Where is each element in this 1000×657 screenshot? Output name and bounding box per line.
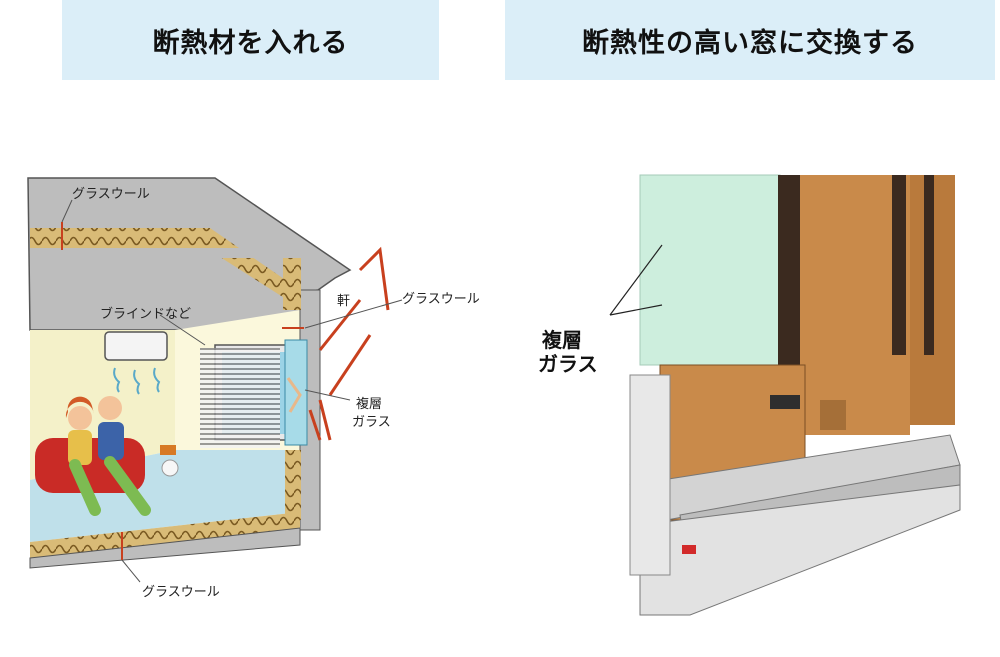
person-woman-hair — [65, 396, 94, 418]
aluminum-base — [639, 484, 961, 616]
double-glass-pane — [284, 339, 308, 446]
blinds — [200, 348, 280, 448]
person-man-head — [98, 396, 122, 420]
floor-slab — [29, 527, 301, 569]
lock-slot — [770, 395, 800, 409]
dark-slot-2 — [924, 175, 934, 355]
leader-roof — [61, 199, 73, 223]
latch-block — [820, 400, 846, 430]
label-glass-wool-wall: グラスウール — [402, 292, 480, 307]
airflow-3 — [153, 367, 161, 393]
leader-blinds — [159, 314, 206, 346]
label-blinds: ブラインドなど — [100, 306, 191, 322]
side-table — [161, 459, 179, 477]
reflect-arrow — [286, 377, 302, 413]
air-conditioner — [104, 331, 168, 361]
leader-wall — [304, 299, 403, 329]
label-double-glass-1: 複層 — [542, 328, 582, 352]
wall-insulation-lower — [285, 450, 301, 520]
label-glass-wool-top: グラスウール — [72, 187, 150, 202]
person-legs — [69, 456, 151, 516]
leader-glass-lower — [609, 304, 663, 316]
leader-glass-upper — [609, 244, 663, 316]
window-section-illustration: 複層 ガラス — [520, 165, 1000, 635]
airflow-2 — [133, 369, 141, 395]
ceiling-slab — [30, 248, 300, 258]
label-glass-wool-floor: グラスウール — [142, 585, 220, 600]
person-woman-body — [68, 430, 92, 465]
person-man-body — [98, 422, 124, 460]
leader-glass — [304, 389, 351, 401]
wall-insulation-upper — [283, 258, 301, 310]
teapot — [160, 445, 176, 455]
red-seal — [682, 545, 696, 554]
person-woman-head — [68, 406, 92, 430]
left-header-title: 断熱材を入れる — [152, 27, 349, 59]
heat-arrows — [308, 246, 390, 441]
label-double-glass-2: ガラス — [352, 415, 391, 430]
leader-floor — [121, 559, 141, 583]
airflow-1 — [113, 367, 121, 393]
right-header-title: 断熱性の高い窓に交換する — [582, 27, 918, 59]
floor-insulation — [30, 512, 300, 558]
dark-slot-1 — [892, 175, 906, 355]
glass-edge — [778, 175, 800, 370]
label-double-glass-2: ガラス — [538, 352, 598, 376]
aluminum-profile-left — [629, 374, 671, 576]
wood-frame-inner — [800, 175, 910, 435]
glass-panel — [639, 174, 781, 366]
house-insulation-illustration: グラスウール 軒 グラスウール ブラインドなど 複層 ガラス グラスウール — [0, 150, 505, 653]
label-eaves: 軒 — [337, 294, 350, 309]
label-double-glass-1: 複層 — [356, 396, 382, 412]
left-header-box: 断熱材を入れる — [62, 0, 439, 80]
right-header-box: 断熱性の高い窓に交換する — [505, 0, 995, 80]
